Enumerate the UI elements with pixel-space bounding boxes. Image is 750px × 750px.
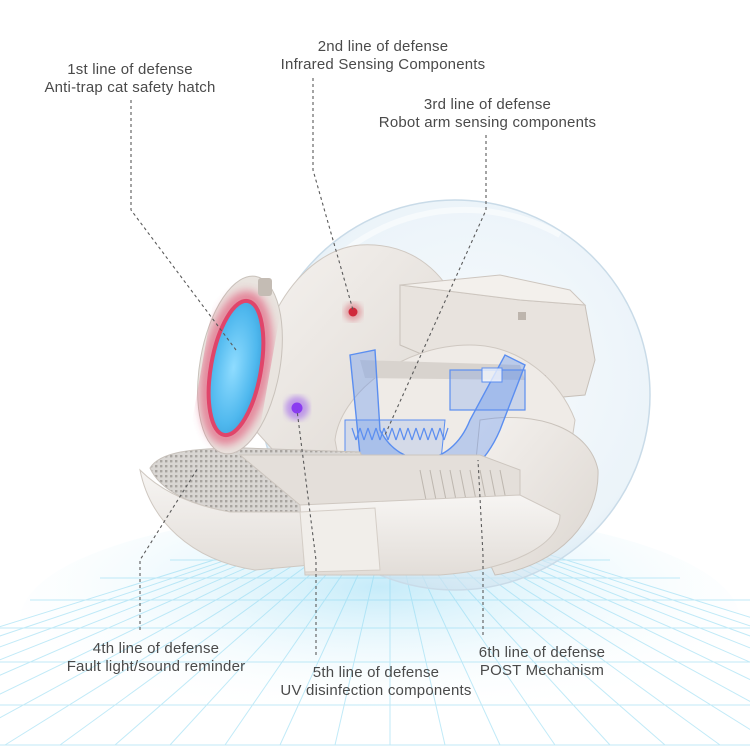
comb-tooth <box>415 427 421 441</box>
comb-tooth <box>355 427 361 441</box>
comb-tooth <box>395 427 401 441</box>
callout-title: 1st line of defense <box>67 61 193 78</box>
tray-slat <box>479 469 487 501</box>
comb-tooth <box>387 427 393 441</box>
tray-slat <box>419 469 427 501</box>
front-step <box>139 468 311 571</box>
comb-tooth <box>419 427 425 441</box>
callout-defense-1: 1st line of defense Anti-trap cat safety… <box>30 61 230 97</box>
callout-subtitle: Robot arm sensing components <box>378 114 597 131</box>
uv-light <box>285 396 309 420</box>
grid-line <box>0 539 303 661</box>
comb-tooth <box>443 427 449 441</box>
tray-slat <box>429 469 437 501</box>
callout-title: 6th line of defense <box>478 644 606 661</box>
grid-line <box>59 539 343 746</box>
tray <box>139 447 521 571</box>
infrared-sensor <box>344 303 362 321</box>
comb-tooth <box>399 427 405 441</box>
leader-line-2 <box>312 78 354 311</box>
comb-tooth <box>367 427 373 441</box>
floor-glow <box>20 510 740 730</box>
callout-defense-4: 4th line of defense Fault light/sound re… <box>45 640 267 676</box>
tray-slat <box>469 469 477 501</box>
hatch-hinge <box>258 278 272 296</box>
grid-line <box>0 539 287 637</box>
safety-hatch <box>197 275 283 455</box>
grid-line <box>501 539 750 618</box>
comb-tooth <box>439 427 445 441</box>
tray-floor <box>238 454 521 506</box>
comb-tooth <box>371 427 377 441</box>
comb-tooth <box>423 427 429 441</box>
comb-tooth <box>359 427 365 441</box>
grid-line <box>0 539 311 676</box>
callout-defense-2: 2nd line of defense Infrared Sensing Com… <box>263 38 503 74</box>
housing-bolt <box>518 312 526 320</box>
callout-defense-3: 3rd line of defense Robot arm sensing co… <box>360 96 615 132</box>
callout-subtitle: POST Mechanism <box>479 662 605 679</box>
grid-line <box>0 539 279 628</box>
grid-line <box>469 539 750 663</box>
callout-subtitle: Anti-trap cat safety hatch <box>44 79 216 96</box>
leader-line-6 <box>477 459 484 635</box>
comb-tooth <box>435 427 441 441</box>
front-panel <box>299 507 381 573</box>
tray-slat <box>439 469 447 501</box>
comb-tooth <box>391 427 397 441</box>
leader-line-1 <box>130 100 237 351</box>
leader-line-3 <box>384 135 487 436</box>
grid-line <box>0 539 295 648</box>
callout-subtitle: Infrared Sensing Components <box>280 56 486 73</box>
callout-title: 5th line of defense <box>312 664 440 681</box>
comb-tooth <box>411 427 417 441</box>
grid-line <box>0 539 319 695</box>
comb-tooth <box>375 427 381 441</box>
comb-tooth <box>351 427 357 441</box>
tray-slat <box>459 469 467 501</box>
comb-tooth <box>363 427 369 441</box>
upper-housing-top <box>399 274 587 306</box>
callout-title: 3rd line of defense <box>423 96 552 113</box>
callout-defense-6: 6th line of defense POST Mechanism <box>462 644 622 680</box>
grid-line <box>0 539 327 719</box>
comb-tooth <box>427 427 433 441</box>
grid-line <box>485 539 750 637</box>
callout-subtitle: Fault light/sound reminder <box>66 658 246 675</box>
tray-slat <box>489 469 497 501</box>
comb-tooth <box>379 427 385 441</box>
grid-line <box>477 539 750 649</box>
grid-line <box>493 539 750 627</box>
tray-slat <box>449 469 457 501</box>
grid-line <box>4 539 335 746</box>
callout-title: 2nd line of defense <box>317 38 449 55</box>
leader-line-5 <box>296 409 317 655</box>
tray-slat <box>499 469 507 501</box>
callout-subtitle: UV disinfection components <box>280 682 472 699</box>
comb-tooth <box>407 427 413 441</box>
comb-tooth <box>403 427 409 441</box>
leader-lines <box>130 78 487 655</box>
comb-tooth <box>431 427 437 441</box>
callout-title: 4th line of defense <box>92 640 220 657</box>
callout-defense-5: 5th line of defense UV disinfection comp… <box>262 664 490 700</box>
